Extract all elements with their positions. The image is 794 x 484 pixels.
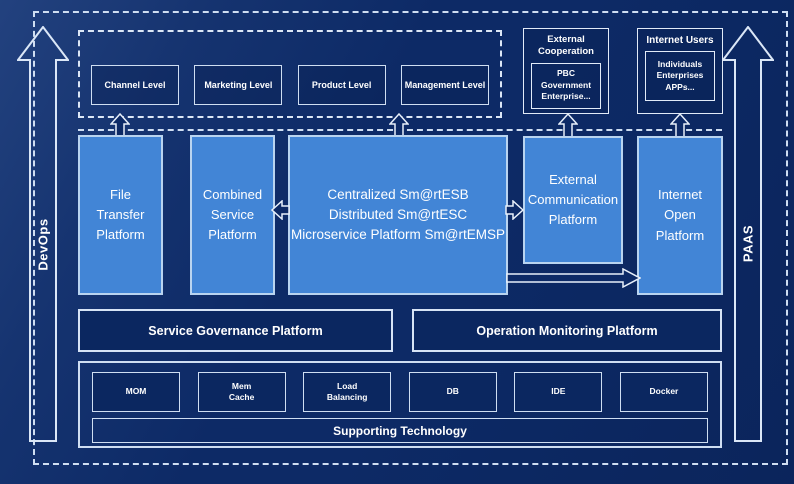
supporting-technology-bar: Supporting Technology [92, 418, 708, 443]
supporting-technology-group: MOM Mem Cache Load Balancing DB IDE Dock… [78, 361, 722, 448]
file-transfer-platform-box: File Transfer Platform [78, 135, 163, 295]
management-level-box: Management Level [400, 65, 489, 105]
external-cooperation-box: External Cooperation PBC Government Ente… [523, 28, 609, 114]
left-arrow-icon [271, 200, 290, 220]
product-level-box: Product Level [297, 65, 386, 105]
business-levels-group: Channel Level Marketing Level Product Le… [78, 30, 502, 118]
external-communication-platform-box: External Communication Platform [523, 136, 623, 264]
marketing-level-box: Marketing Level [194, 65, 283, 105]
combined-service-platform-box: Combined Service Platform [190, 135, 275, 295]
right-arrow-icon [505, 200, 524, 220]
operation-monitoring-platform-box: Operation Monitoring Platform [412, 309, 722, 352]
internet-open-platform-box: Internet Open Platform [637, 136, 723, 295]
mem-cache-box: Mem Cache [197, 372, 286, 412]
external-cooperation-members: PBC Government Enterprise... [531, 62, 601, 109]
channel-level-box: Channel Level [91, 65, 179, 105]
ide-box: IDE [514, 372, 603, 412]
internet-users-members: Individuals Enterprises APPs... [645, 51, 715, 101]
db-box: DB [408, 372, 497, 412]
internet-users-title: Internet Users [646, 35, 714, 46]
technology-row: MOM Mem Cache Load Balancing DB IDE Dock… [92, 372, 708, 412]
paas-up-arrow-icon [722, 26, 774, 442]
paas-rail-label: PAAS [740, 224, 756, 263]
service-governance-platform-box: Service Governance Platform [78, 309, 393, 352]
devops-up-arrow-icon [17, 26, 69, 442]
devops-rail-label: DevOps [35, 218, 51, 271]
external-cooperation-title: External Cooperation [538, 34, 594, 58]
outer-dashed-frame [33, 11, 788, 465]
long-right-arrow-icon [506, 268, 641, 288]
load-balancing-box: Load Balancing [303, 372, 392, 412]
internet-users-box: Internet Users Individuals Enterprises A… [637, 28, 723, 114]
esb-platform-box: Centralized Sm@rtESB Distributed Sm@rtES… [288, 135, 508, 295]
docker-box: Docker [619, 372, 708, 412]
mom-box: MOM [92, 372, 180, 412]
